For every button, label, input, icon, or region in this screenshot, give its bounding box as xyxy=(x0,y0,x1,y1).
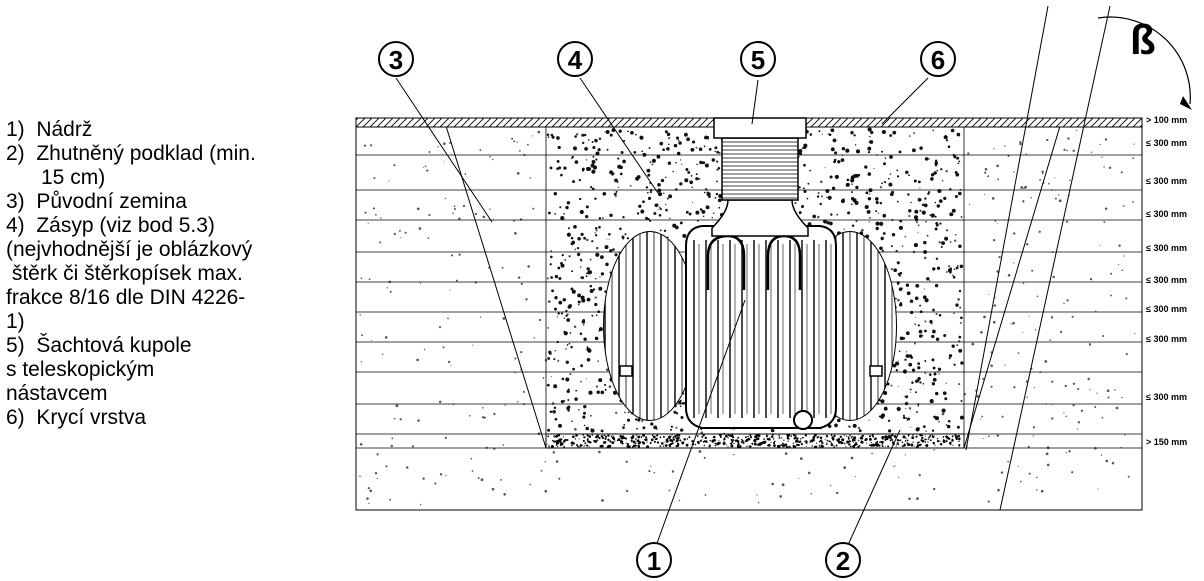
callout-3-label: 3 xyxy=(389,45,403,75)
dimension-label: ≤ 300 mm xyxy=(1146,243,1187,253)
leader-lines xyxy=(395,5,1111,547)
dimension-label: ≤ 300 mm xyxy=(1146,138,1187,148)
legend-item: 3) Původní zemina xyxy=(6,190,187,213)
shaft-dome xyxy=(711,117,809,237)
legend-item: 6) Krycí vrstva xyxy=(6,406,147,429)
legend-item: 15 cm) xyxy=(6,166,106,189)
callout-1: 1 xyxy=(636,542,672,578)
dimension-label: > 150 mm xyxy=(1146,437,1187,447)
tank-ribs xyxy=(693,240,832,418)
dimension-label: ≤ 300 mm xyxy=(1146,304,1187,314)
callout-3: 3 xyxy=(378,41,414,77)
angle-arc xyxy=(1097,16,1191,105)
legend-item: štěrk či štěrkopísek max. xyxy=(6,262,243,285)
legend-item: s teleskopickým xyxy=(6,358,155,381)
callout-5: 5 xyxy=(740,41,776,77)
legend-item: nástavcem xyxy=(6,382,108,405)
dimension-label: ≤ 300 mm xyxy=(1146,392,1187,402)
angle-beta-label: ß xyxy=(1130,16,1156,63)
dimension-label: ≤ 300 mm xyxy=(1146,275,1187,285)
telescopic-extension xyxy=(721,137,799,201)
compacted-base-texture xyxy=(547,433,961,449)
callout-6: 6 xyxy=(920,41,956,77)
dimension-label: ≤ 300 mm xyxy=(1146,176,1187,186)
legend-item: 4) Zásyp (viz bod 5.3) xyxy=(6,214,215,237)
dimension-label: ≤ 300 mm xyxy=(1146,209,1187,219)
callout-4-label: 4 xyxy=(568,45,583,75)
telescopic-rings xyxy=(722,141,798,199)
tank-body xyxy=(685,225,837,429)
tank-vent-right xyxy=(869,365,883,377)
callout-1-label: 1 xyxy=(647,546,661,576)
callout-2: 2 xyxy=(825,542,861,578)
dimension-label: ≤ 300 mm xyxy=(1146,334,1187,344)
legend-item: frakce 8/16 dle DIN 4226- xyxy=(6,286,246,309)
tank-vent-left xyxy=(619,365,633,377)
legend-item: 1) Nádrž xyxy=(6,118,93,141)
callout-4: 4 xyxy=(557,41,593,77)
legend-item: 5) Šachtová kupole xyxy=(6,334,192,357)
tank xyxy=(603,225,897,430)
dimension-label: > 100 mm xyxy=(1146,115,1187,125)
dimension-labels: > 100 mm ≤ 300 mm ≤ 300 mm ≤ 300 mm ≤ 300 mm… xyxy=(1146,115,1187,447)
callout-2-label: 2 xyxy=(836,546,850,576)
callout-5-label: 5 xyxy=(751,45,765,75)
shaft-lid xyxy=(713,117,807,139)
tank-outlet xyxy=(793,410,813,430)
legend-item: (nejvhodnější je oblázkový xyxy=(6,238,253,261)
legend-item: 2) Zhutněný podklad (min. xyxy=(6,142,256,165)
callout-6-label: 6 xyxy=(931,45,945,75)
angle-arrow xyxy=(1180,96,1192,110)
legend-item: 1) xyxy=(6,310,25,333)
